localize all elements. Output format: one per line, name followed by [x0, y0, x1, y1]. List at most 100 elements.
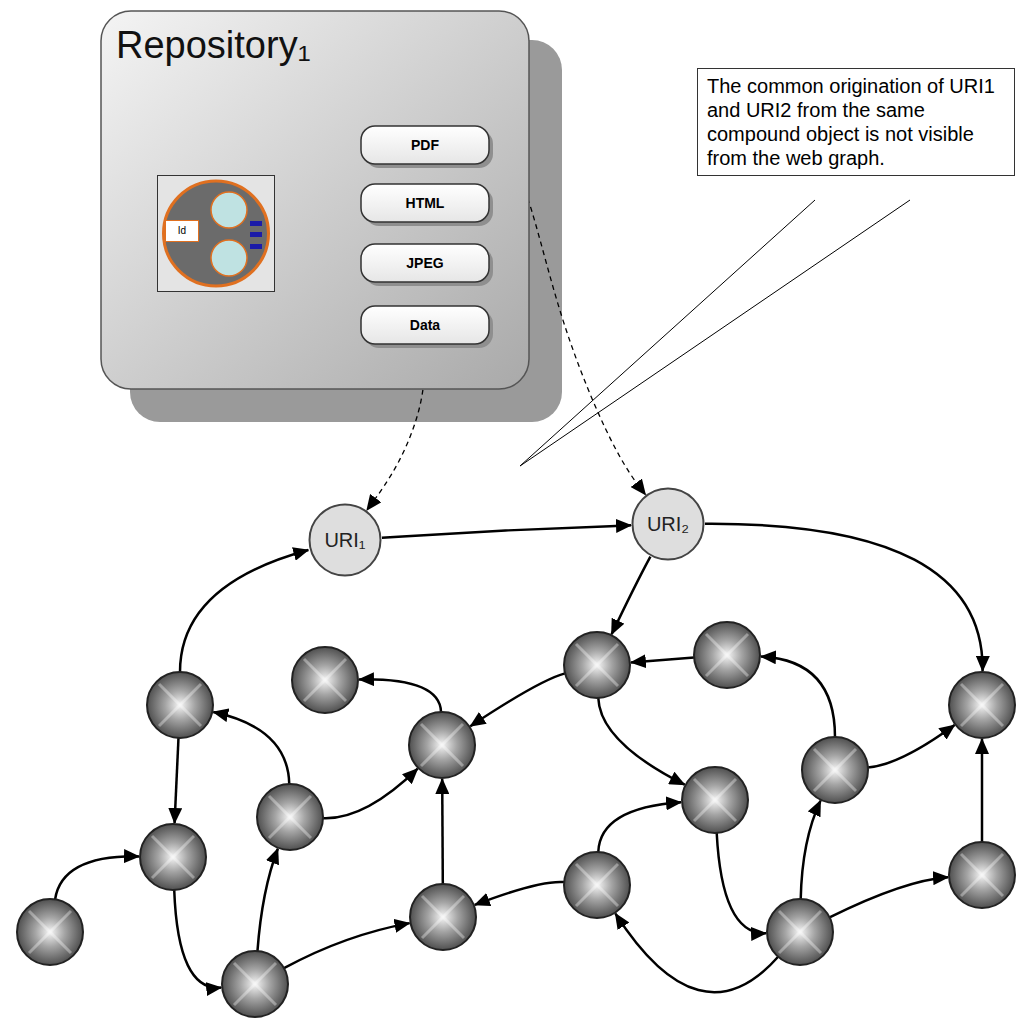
graph-link [598, 698, 684, 785]
sphere-highlight [234, 963, 276, 1005]
sphere [949, 672, 1015, 738]
graph-link [615, 914, 778, 993]
sphere-highlight [159, 684, 201, 726]
sphere [767, 899, 833, 965]
uri-node: URI₁ [308, 503, 382, 577]
sphere [564, 632, 630, 698]
uri-label: URI₁ [324, 529, 365, 552]
box-outline [361, 184, 489, 222]
sphere [564, 852, 630, 918]
graph-node [949, 672, 1015, 738]
sphere-highlight [779, 911, 821, 953]
sphere [147, 672, 213, 738]
sphere [17, 899, 83, 965]
graph-link [631, 658, 694, 663]
callout-box: The common origination of URI1 and URI2 … [697, 68, 1015, 176]
uri-label: URI₂ [647, 513, 689, 536]
uri-circle [310, 505, 381, 576]
graph-node [17, 899, 83, 965]
disseminator [250, 221, 262, 226]
sphere [292, 647, 358, 713]
graph-link [717, 833, 766, 933]
box-outline [361, 306, 489, 344]
graph-link [761, 657, 835, 737]
sphere-highlight [421, 724, 463, 766]
graph-link [441, 779, 444, 884]
format-box: PDF [360, 125, 490, 165]
graph-node [682, 767, 748, 833]
sphere-highlight [152, 836, 194, 878]
graph-node [147, 672, 213, 738]
graph-node [694, 622, 760, 688]
compound-object: Id [157, 175, 275, 292]
format-box: Data [360, 305, 490, 345]
graph-link [213, 712, 289, 784]
graph-link [257, 849, 277, 951]
graph-link [175, 738, 179, 823]
graph-link [475, 882, 564, 905]
sphere-highlight [706, 634, 748, 676]
sphere-highlight [694, 779, 736, 821]
graph-link [470, 673, 565, 726]
graph-node [802, 737, 868, 803]
callout-leader [520, 200, 815, 466]
graph-node [410, 884, 476, 950]
disseminator [250, 244, 262, 249]
graph-link [55, 856, 139, 899]
graph-node [564, 852, 630, 918]
graph-node [257, 784, 323, 850]
callout-text: The common origination of URI1 and URI2 … [707, 74, 1005, 170]
graph-link [359, 679, 441, 712]
disseminator [250, 232, 262, 237]
format-label: HTML [406, 195, 445, 211]
graph-link [981, 739, 984, 842]
graph-link [174, 890, 221, 988]
sphere [802, 737, 868, 803]
object-body [164, 181, 269, 286]
format-box: JPEG [360, 243, 490, 283]
datastream [211, 192, 247, 228]
graph-node [949, 842, 1015, 908]
format-box: HTML [360, 183, 490, 223]
format-label: JPEG [406, 255, 443, 271]
repository-panel: Repository₁IdPDFHTMLJPEGData [100, 10, 530, 390]
uri-circle [633, 489, 704, 560]
sphere-highlight [422, 896, 464, 938]
uri-node: URI₂ [631, 487, 705, 561]
graph-node [564, 632, 630, 698]
sphere-highlight [814, 749, 856, 791]
sphere-highlight [29, 911, 71, 953]
graph-link [323, 769, 418, 819]
object-frame [158, 176, 275, 292]
graph-node [409, 712, 475, 778]
callout-outline [698, 69, 1015, 176]
graph-link [598, 802, 681, 852]
graph-link [830, 877, 948, 917]
sphere [140, 824, 206, 890]
graph-node [140, 824, 206, 890]
sphere [682, 767, 748, 833]
graph-node [292, 647, 358, 713]
id-label: Id [165, 220, 199, 242]
sphere-highlight [576, 644, 618, 686]
sphere [409, 712, 475, 778]
sphere [694, 622, 760, 688]
arrow-connector [382, 525, 631, 537]
datastream [211, 240, 247, 276]
graph-link [612, 557, 651, 635]
box-outline [361, 244, 489, 282]
graph-link [868, 725, 955, 767]
sphere-highlight [961, 854, 1003, 896]
sphere [257, 784, 323, 850]
sphere-highlight [576, 864, 618, 906]
panel-outline [101, 11, 529, 389]
callout-leader [520, 200, 910, 466]
sphere-highlight [269, 796, 311, 838]
graph-link [180, 550, 308, 672]
sphere [222, 951, 288, 1017]
sphere-highlight [304, 659, 346, 701]
graph-node [222, 951, 288, 1017]
graph-link [284, 923, 410, 968]
format-label: Data [410, 317, 440, 333]
